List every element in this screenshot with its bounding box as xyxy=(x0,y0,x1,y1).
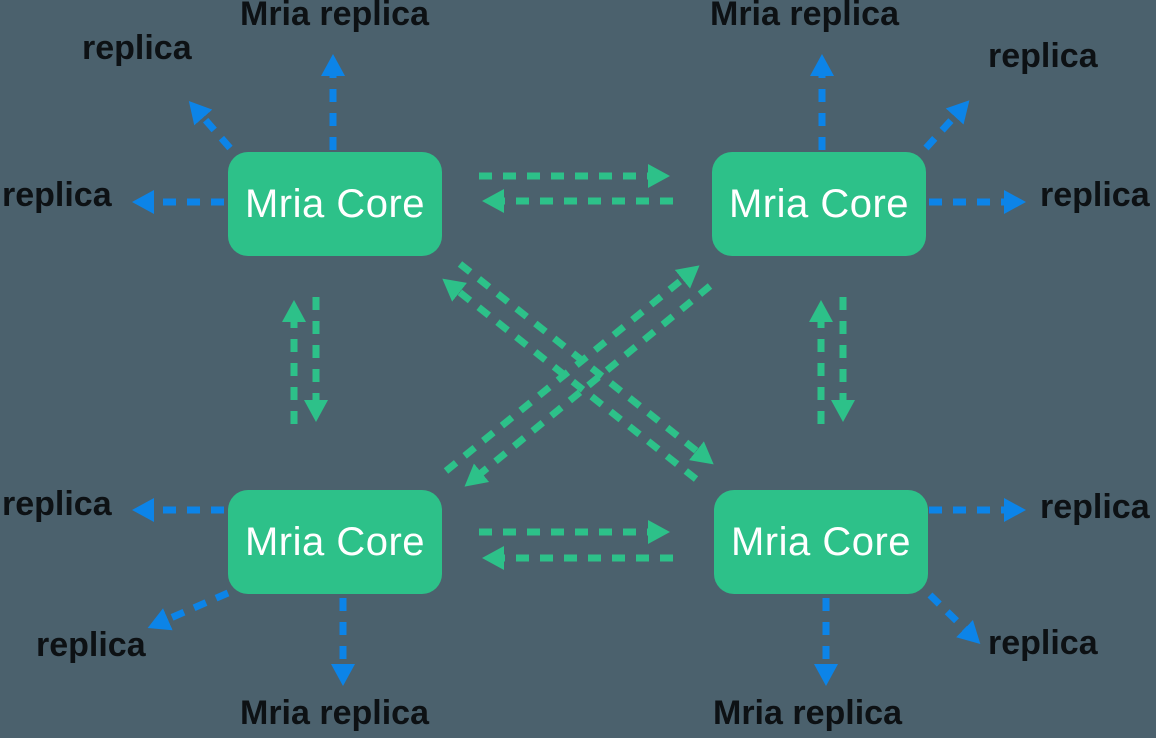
core-node-top-left: Mria Core xyxy=(228,152,442,256)
core-node-bottom-right: Mria Core xyxy=(714,490,928,594)
replica-label-top-left-diagonal: replica xyxy=(82,29,192,67)
replica-label-bottom-right-down: Mria replica xyxy=(713,694,902,732)
replica-label-top-left-side: replica xyxy=(2,176,112,214)
core-node-label: Mria Core xyxy=(244,181,426,226)
core-node-label: Mria Core xyxy=(244,519,426,564)
arrow-core-bl-to-replica-diagonal xyxy=(147,589,230,631)
core-node-label: Mria Core xyxy=(728,181,910,226)
core-node-bottom-left: Mria Core xyxy=(228,490,442,594)
core-node-label: Mria Core xyxy=(730,519,912,564)
arrow-core-tr-to-core-bl xyxy=(464,283,713,487)
replica-label-bottom-right-side: replica xyxy=(1040,488,1150,526)
arrow-core-tl-to-replica-diagonal xyxy=(188,100,233,151)
replica-label-top-left-up: Mria replica xyxy=(240,0,429,33)
replica-label-bottom-left-side: replica xyxy=(2,485,112,523)
core-node-top-right: Mria Core xyxy=(712,152,926,256)
arrow-core-tl-to-core-br xyxy=(457,261,714,465)
replica-label-bottom-left-diagonal: replica xyxy=(36,626,146,664)
arrow-core-br-to-core-tl xyxy=(442,278,699,482)
replica-label-top-right-up: Mria replica xyxy=(710,0,899,33)
arrow-core-br-to-replica-diagonal xyxy=(927,592,981,644)
arrow-core-tr-to-replica-diagonal xyxy=(923,100,970,151)
replica-label-top-right-diagonal: replica xyxy=(988,37,1098,75)
replica-label-bottom-left-down: Mria replica xyxy=(240,694,429,732)
arrow-core-bl-to-core-tr xyxy=(443,265,700,474)
replica-label-top-right-side: replica xyxy=(1040,176,1150,214)
replica-label-bottom-right-diagonal: replica xyxy=(988,624,1098,662)
